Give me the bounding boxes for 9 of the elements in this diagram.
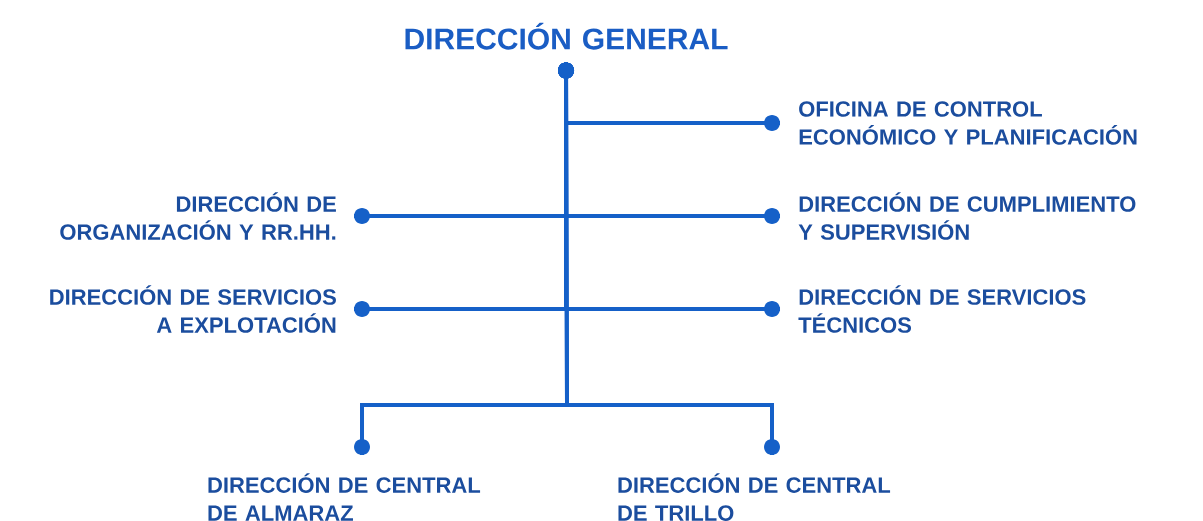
department-label: DIRECCIÓN DE ORGANIZACIÓN Y RR.HH. <box>60 192 336 240</box>
department-label: DIRECCIÓN DE CENTRAL DE ALMARAZ <box>208 473 481 521</box>
department-label: DIRECCIÓN DE SERVICIOS TÉCNICOS <box>798 285 1086 333</box>
connector-line <box>558 62 780 455</box>
department-label: OFICINA DE CONTROL ECONÓMICO Y PLANIFICACIÓN <box>799 101 1137 145</box>
department-label: DIRECCIÓN DE CUMPLIMIENTO Y SUPERVISIÓN <box>798 192 1136 240</box>
department-label: DIRECCIÓN DE CENTRAL DE TRILLO <box>618 473 891 521</box>
department-label: DIRECCIÓN DE SERVICIOS A EXPLOTACIÓN <box>50 285 336 333</box>
org-chart-title: DIRECCIÓN GENERAL <box>405 22 728 50</box>
